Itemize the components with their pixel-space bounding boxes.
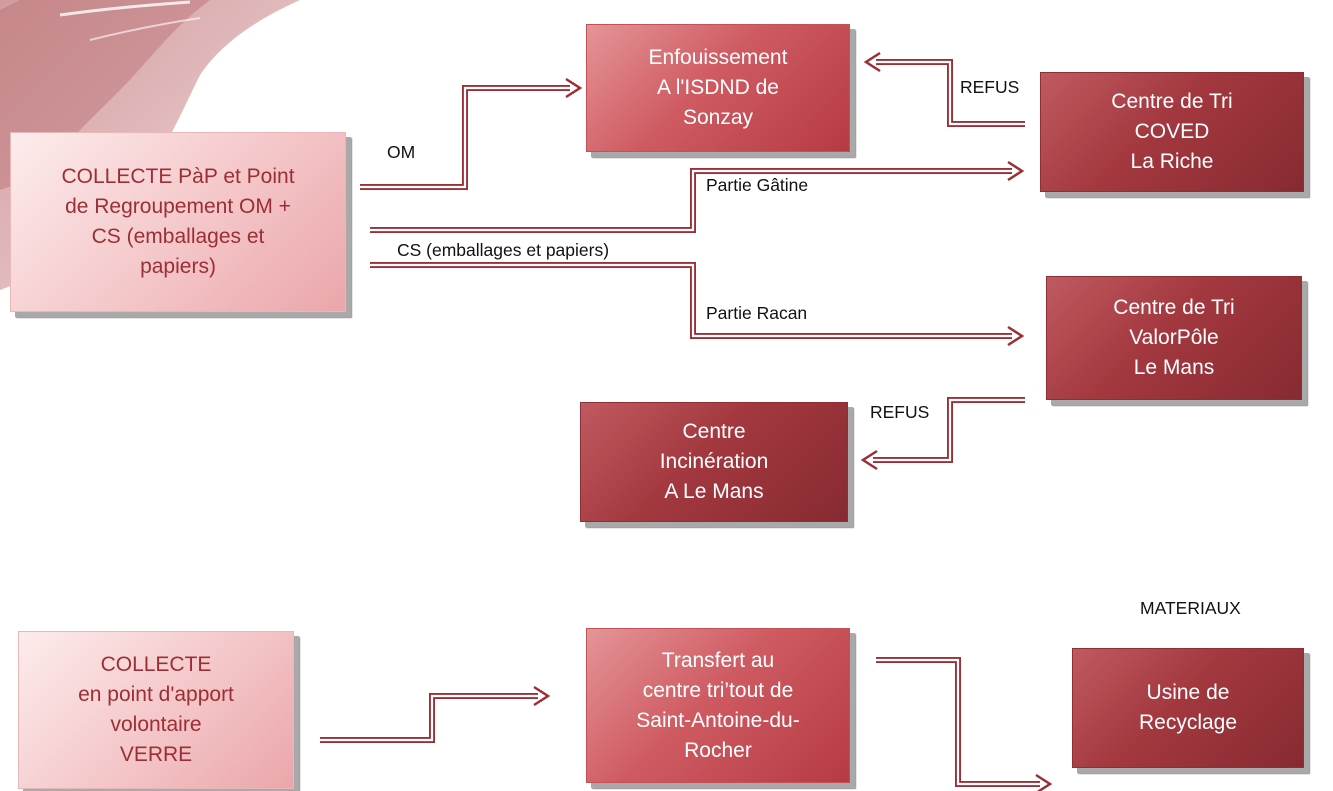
arrow-racan-to-valorpole-inner-line [370,263,1012,338]
label-partie-gatine: Partie Gâtine [706,175,809,195]
arrow-refus-coved-to-enfouissement-inner-line [876,60,1025,126]
label-om: OM [387,142,416,162]
arrow-om-to-enfouissement-inner-line [360,86,570,189]
arrow-transfert-to-recyclage-inner-line [876,658,1040,786]
arrow-verre-to-transfert-outer-line [320,693,538,743]
arrow-verre-to-transfert [320,685,551,743]
label-materiaux: MATERIAUX [1140,598,1241,618]
centre-tri-valorpole-box: Centre de Tri ValorPôle Le Mans [1046,276,1302,400]
centre-tri-valorpole-text: Centre de Tri ValorPôle Le Mans [1113,296,1235,379]
arrow-verre-to-transfert-head [533,685,551,707]
label-cs-emballages: CS (emballages et papiers) [397,240,610,260]
arrow-refus-valorpole-to-incineration-inner-line [873,398,1025,462]
transfert-box: Transfert au centre tri’tout de Saint-An… [586,628,850,783]
arrow-transfert-to-recyclage [876,657,1053,791]
arrow-racan-to-valorpole-outer-line [370,262,1012,339]
centre-tri-coved-text: Centre de Tri COVED La Riche [1111,90,1233,173]
arrow-gatine-to-coved [370,160,1025,233]
arrow-racan-to-valorpole [370,262,1025,347]
arrow-transfert-to-recyclage-head [1035,773,1053,791]
arrow-refus-valorpole-to-incineration [860,397,1025,471]
label-refus-bottom: REFUS [870,402,930,422]
transfert-text: Transfert au centre tri’tout de Saint-An… [636,648,800,762]
arrow-verre-to-transfert-inner-line [320,694,538,742]
arrow-refus-coved-to-enfouissement [863,51,1025,127]
arrow-gatine-to-coved-head [1007,160,1025,182]
collecte-verre-box: COLLECTE en point d'apport volontaire VE… [18,631,294,789]
arrow-refus-valorpole-to-incineration-head [860,449,878,471]
label-refus-top: REFUS [960,77,1020,97]
arrow-refus-coved-to-enfouissement-head [863,51,881,73]
centre-incineration-box: Centre Incinération A Le Mans [580,402,848,522]
usine-recyclage-box: Usine de Recyclage [1072,648,1304,768]
collecte-verre-text: COLLECTE en point d'apport volontaire VE… [78,653,234,766]
collecte-pap-text: COLLECTE PàP et Point de Regroupement OM… [61,165,295,278]
centre-incineration-text: Centre Incinération A Le Mans [659,420,769,503]
arrow-om-to-enfouissement [360,77,583,190]
enfouissement-text: Enfouissement A l'ISDND de Sonzay [648,46,788,129]
collecte-pap-box: COLLECTE PàP et Point de Regroupement OM… [10,132,346,312]
arrow-om-to-enfouissement-head [565,77,583,99]
usine-recyclage-text: Usine de Recyclage [1138,681,1238,734]
label-partie-racan: Partie Racan [706,303,808,323]
enfouissement-box: Enfouissement A l'ISDND de Sonzay [586,24,850,152]
arrow-gatine-to-coved-inner-line [370,169,1012,232]
arrow-racan-to-valorpole-head [1007,325,1025,347]
centre-tri-coved-box: Centre de Tri COVED La Riche [1040,72,1304,192]
